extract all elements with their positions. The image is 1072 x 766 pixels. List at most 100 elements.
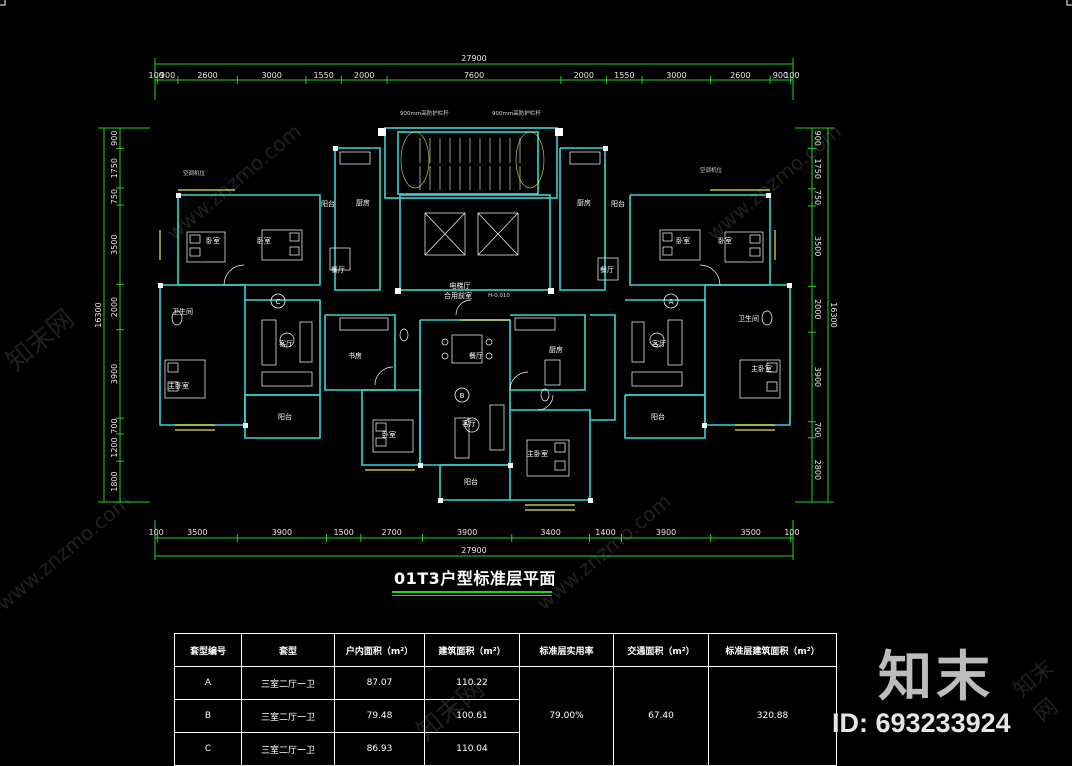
dimension-label: 100: [149, 528, 164, 537]
dimension-label: 100: [784, 528, 799, 537]
room-label: 卧室: [257, 236, 271, 245]
cell-code: B: [174, 699, 242, 733]
dimension-label: 100: [784, 71, 799, 80]
bottom-dimension-lines: [154, 520, 794, 560]
dimension-label: 1550: [313, 71, 333, 80]
ac-annotation: 空调机位: [183, 169, 206, 177]
left-overall-dimension: 16300: [94, 302, 103, 327]
dimension-label: 2700: [381, 528, 401, 537]
room-label: 客厅: [652, 339, 666, 348]
right-overall-dimension: 16300: [829, 302, 838, 327]
unit-marker-c: C: [276, 298, 281, 306]
table-row: C 三室二厅一卫 86.93 110.04: [174, 732, 837, 766]
cell-type: 三室二厅一卫: [241, 666, 335, 700]
dimension-label: 3500: [110, 235, 119, 255]
dimension-label: 1750: [110, 158, 119, 178]
cell-gross: 100.61: [424, 699, 520, 733]
table-header-row: 套型编号 套型 户内面积（m²） 建筑面积（m²） 标准层实用率 交通面积（m²…: [174, 633, 837, 667]
col-header-type: 套型: [241, 633, 335, 667]
table-row: B 三室二厅一卫 79.48 100.61: [174, 699, 837, 733]
cell-type: 三室二厅一卫: [241, 732, 335, 766]
room-label: 卧室: [676, 236, 690, 245]
left-dimension-lines: [98, 127, 150, 503]
dimension-label: 700: [813, 422, 822, 437]
dimension-label: 2600: [197, 71, 217, 80]
dimension-label: 2000: [110, 297, 119, 317]
room-label: 餐厅: [331, 265, 345, 274]
cell-code: C: [174, 732, 242, 766]
room-label: 书房: [348, 351, 362, 360]
dimension-label: 1550: [614, 71, 634, 80]
room-label: 卫生间: [738, 314, 759, 323]
dimension-label: 100: [149, 71, 164, 80]
dimension-label: 7600: [464, 71, 484, 80]
dimension-label: 3000: [666, 71, 686, 80]
dimension-label: 750: [110, 189, 119, 204]
room-label: 主卧室: [168, 381, 189, 390]
elevation-mark: H-0.010: [488, 293, 510, 299]
railing-annotation: 900mm高防护栏杆: [400, 109, 449, 117]
unit-marker-b: B: [460, 392, 465, 400]
unit-marker-a: A: [669, 298, 674, 306]
room-label: 厨房: [577, 198, 591, 207]
dimension-label: 3900: [110, 364, 119, 384]
furniture: [164, 151, 781, 477]
structural-columns: [158, 128, 792, 503]
cell-traffic: 67.40: [613, 666, 709, 766]
room-labels: 厨房 厨房 阳台 阳台 卧室 卧室 卧室 卧室 餐厅 餐厅 卫生间 卫生间 客厅…: [168, 198, 772, 486]
dimension-label: 2000: [813, 299, 822, 319]
col-header-traffic: 交通面积（m²）: [613, 633, 709, 667]
right-dimension-labels: 900 1750 750 3500 2000 3900 700 2800: [813, 131, 822, 480]
dimension-label: 700: [110, 418, 119, 433]
room-label: 卫生间: [172, 307, 193, 316]
col-header-floor-total: 标准层建筑面积（m²）: [708, 633, 837, 667]
dimension-label: 3900: [457, 528, 477, 537]
room-label: 餐厅: [469, 351, 483, 360]
col-header-code: 套型编号: [174, 633, 242, 667]
ac-annotation: 空调机位: [700, 166, 723, 174]
dimension-label: 1750: [813, 159, 822, 179]
room-label: 阳台: [464, 477, 478, 486]
cell-type: 三室二厅一卫: [241, 699, 335, 733]
dimension-label: 1800: [110, 471, 119, 491]
title-underline-thin: [392, 595, 552, 596]
watermark-id: ID: 693233924: [832, 708, 1011, 738]
cell-inner: 87.07: [334, 666, 425, 700]
dimension-label: 3500: [813, 236, 822, 256]
area-table: 套型编号 套型 户内面积（m²） 建筑面积（m²） 标准层实用率 交通面积（m²…: [174, 633, 837, 766]
room-label: 阳台: [651, 412, 665, 421]
room-label: 客厅: [279, 339, 293, 348]
room-label: 阳台: [611, 199, 625, 208]
dimension-label: 1400: [595, 528, 615, 537]
walls: [159, 127, 791, 501]
dimension-label: 3500: [741, 528, 761, 537]
dimension-label: 2800: [813, 460, 822, 480]
cell-floor-total: 320.88: [708, 666, 837, 766]
dimension-label: 2000: [574, 71, 594, 80]
dimension-label: 900: [813, 131, 822, 146]
dimension-label: 750: [813, 190, 822, 205]
viewport-frame: [0, 0, 1072, 6]
right-dimension-lines: [795, 127, 834, 503]
room-label: 厨房: [356, 198, 370, 207]
col-header-inner-area: 户内面积（m²）: [334, 633, 425, 667]
room-label: 阳台: [321, 199, 335, 208]
dimension-label: 2000: [354, 71, 374, 80]
room-label: 客厅: [462, 419, 476, 428]
railing-annotation: 900mm高防护栏杆: [492, 109, 541, 117]
room-label: 卧室: [718, 236, 732, 245]
dimension-label: 3900: [656, 528, 676, 537]
bottom-overall-dimension: 27900: [461, 546, 486, 555]
dimension-label: 900: [160, 71, 175, 80]
dimension-label: 2600: [730, 71, 750, 80]
lobby-label: 电梯厅: [450, 281, 471, 290]
dimension-label: 3500: [187, 528, 207, 537]
cell-inner: 86.93: [334, 732, 425, 766]
windows: [159, 189, 776, 511]
room-label: 卧室: [382, 430, 396, 439]
dimension-label: 3900: [813, 367, 822, 387]
dimension-label: 1500: [333, 528, 353, 537]
